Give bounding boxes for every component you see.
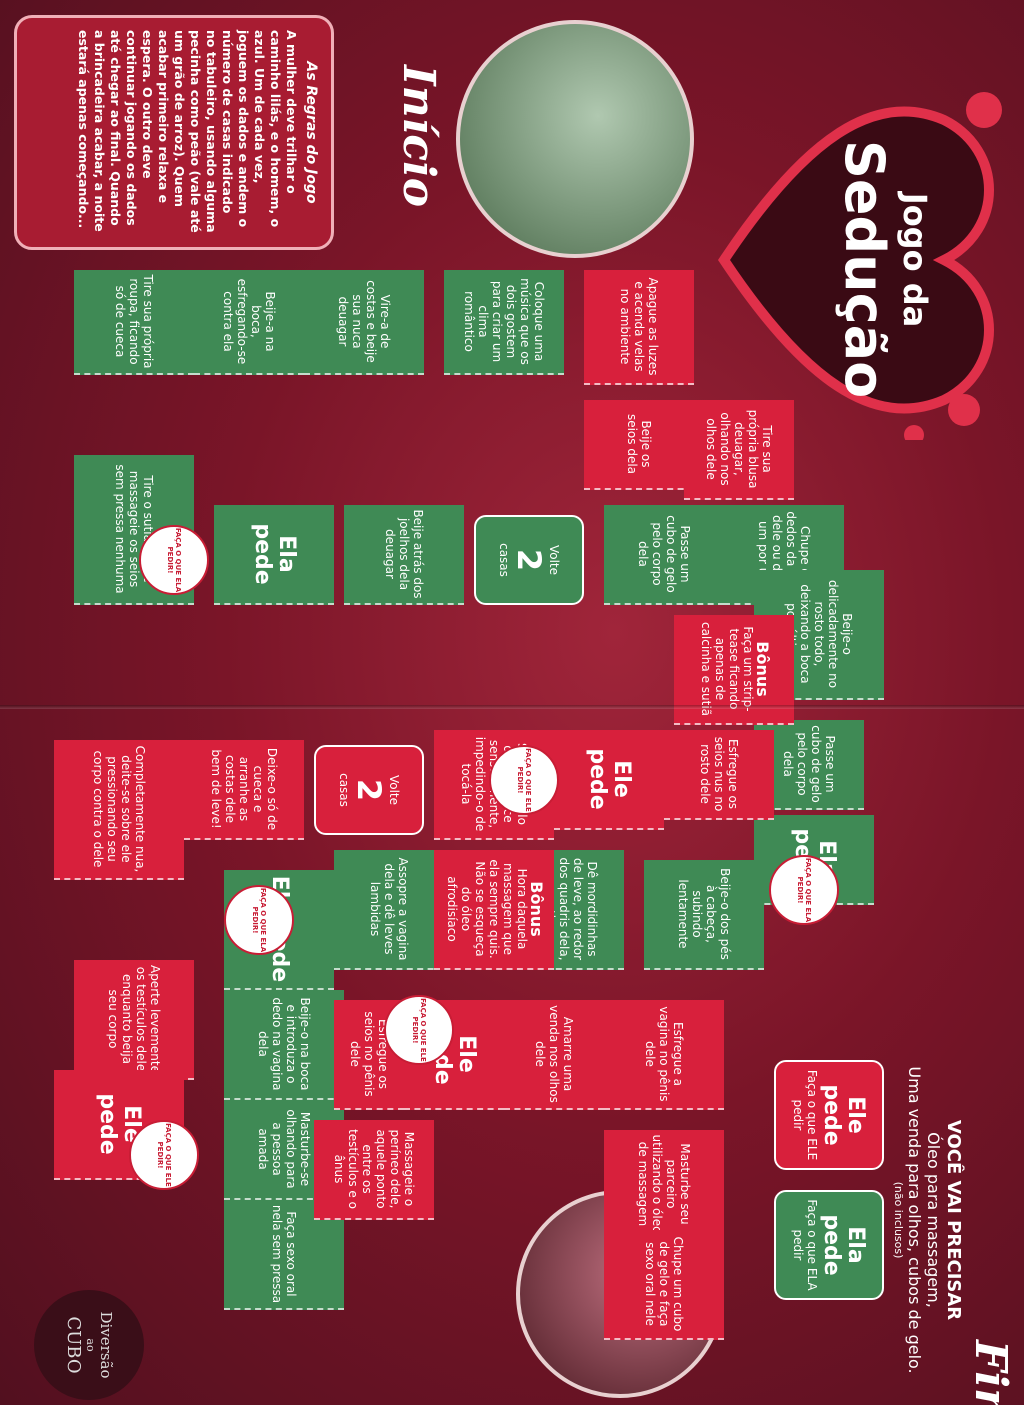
volte-2-casas-red: Volte 2 casas bbox=[314, 745, 424, 835]
ela-pede-badge: FAÇA O QUE ELA PEDIR! bbox=[769, 855, 839, 925]
green-tile: Tire sua própria roupa, ficando só de cu… bbox=[74, 270, 194, 375]
legend-ela-pede: Ela pede Faça o que ELA pedir bbox=[774, 1190, 884, 1300]
volte-word: Volte bbox=[547, 544, 561, 576]
volte-num: 2 bbox=[510, 548, 548, 572]
bonus-label: Bônus bbox=[753, 641, 772, 697]
needs-line1: Óleo para massagem, bbox=[924, 1132, 943, 1308]
red-tile: Completamente nua, deite-se sobre ele pr… bbox=[54, 740, 184, 880]
needs-heading: VOCÊ VAI PRECISAR bbox=[943, 1119, 964, 1321]
green-tile: Coloque uma música que os dois gostem pa… bbox=[444, 270, 564, 375]
bonus-label: Bônus bbox=[527, 881, 546, 937]
legend-ele-title: Ele pede bbox=[819, 1084, 868, 1146]
bonus-text: Faça um strip-tease ficando apenas de ca… bbox=[699, 621, 755, 717]
brand-logo: Diversão ao CUBO bbox=[34, 1290, 144, 1400]
red-tile: Esfregue a vagina no pênis dele bbox=[604, 1000, 724, 1110]
volte-word: Volte bbox=[387, 774, 401, 806]
green-tile: Vire-a de costas e beije sua nuca deuaga… bbox=[304, 270, 424, 375]
legend-ele-pede: Ele pede Faça o que ELE pedir bbox=[774, 1060, 884, 1170]
ele-pede-label: Ele pede bbox=[585, 748, 634, 810]
volte-2-casas-green: Volte 2 casas bbox=[474, 515, 584, 605]
green-tile: Assopre a vagina dela e dê leves lambida… bbox=[334, 850, 444, 970]
start-label: Início bbox=[393, 65, 444, 208]
rules-box: As Regras do Jogo A mulher deve trilhar … bbox=[14, 15, 334, 250]
rules-heading: As Regras do Jogo bbox=[303, 61, 319, 204]
ela-pede-badge: FAÇA O QUE ELA PEDIR! bbox=[139, 525, 209, 595]
legend-ela-title: Ela pede bbox=[819, 1214, 868, 1276]
red-tile-bonus: Bônus Hora daquela massagem que ela semp… bbox=[434, 850, 554, 970]
volte-num: 2 bbox=[350, 778, 388, 802]
needs-box: VOCÊ VAI PRECISAR Óleo para massagem, Um… bbox=[892, 1060, 964, 1380]
red-tile: Amarre uma venda nos olhos dele bbox=[504, 1000, 604, 1110]
brand-line1: Diversão bbox=[97, 1311, 115, 1379]
green-tile: Beije-o dos pés à cabeça, subindo lentam… bbox=[644, 860, 764, 970]
brand-line3: CUBO bbox=[63, 1316, 84, 1374]
red-tile: Beije os seios dela bbox=[584, 400, 694, 490]
bonus-text: Hora daquela massagem que ela sempre qui… bbox=[445, 859, 529, 959]
red-tile-ele-pede: Ele pede bbox=[554, 730, 664, 830]
ele-pede-badge: FAÇA O QUE ELE PEDIR! bbox=[384, 995, 454, 1065]
heart-logo bbox=[717, 92, 1002, 440]
ela-pede-label: Ela pede bbox=[250, 523, 299, 585]
ele-pede-badge: FAÇA O QUE ELE PEDIR! bbox=[129, 1120, 199, 1190]
end-label: Fim bbox=[965, 1340, 1016, 1405]
needs-line3: (não inclusos) bbox=[892, 1181, 905, 1259]
ele-pede-badge: FAÇA O QUE ELE PEDIR! bbox=[489, 745, 559, 815]
game-title-line1: Jogo da bbox=[896, 192, 934, 328]
brand-line2: ao bbox=[84, 1338, 97, 1352]
green-tile: Passe um cubo de gelo pelo corpo dela bbox=[604, 505, 724, 605]
fold-crease bbox=[0, 705, 1024, 709]
game-title-line2: Sedução bbox=[833, 140, 896, 399]
red-tile: Esfregue os seios nus no rosto dele bbox=[664, 730, 774, 820]
green-tile: Beije-a na boca, esfregando-se contra el… bbox=[194, 270, 304, 375]
red-tile: Massageie o períneo dele, aquele ponto e… bbox=[314, 1120, 434, 1220]
legend-ela-sub: Faça o que ELA pedir bbox=[791, 1199, 819, 1291]
red-tile: Chupe um cubo de gelo e faça sexo oral n… bbox=[604, 1230, 724, 1340]
needs-line2: Uma venda para olhos, cubos de gelo. bbox=[905, 1066, 924, 1374]
rules-body: A mulher deve trilhar o caminho lilás, e… bbox=[76, 30, 299, 233]
start-photo bbox=[456, 20, 694, 258]
ela-pede-badge: FAÇA O QUE ELA PEDIR! bbox=[224, 885, 294, 955]
red-tile: Aperte levemente os testículos dele enqu… bbox=[74, 960, 194, 1080]
green-tile-ela-pede: Ela pede bbox=[214, 505, 334, 605]
volte-casas: casas bbox=[337, 773, 351, 807]
volte-casas: casas bbox=[497, 543, 511, 577]
red-tile: Masturbe seu parceiro utilizando o óleo … bbox=[604, 1130, 724, 1240]
red-tile: Apague as luzes e acenda velas no ambien… bbox=[584, 270, 694, 385]
green-tile: Beije-o na boca e introduza o dedo na va… bbox=[224, 990, 344, 1100]
green-tile: Beije atrás dos joelhos dela deuagar bbox=[344, 505, 464, 605]
red-tile: Tire sua própria blusa deuagar, olhando … bbox=[684, 400, 794, 500]
red-tile: Deixe-o só de cueca e arranhe as costas … bbox=[184, 740, 304, 840]
legend-ele-sub: Faça o que ELE pedir bbox=[791, 1069, 819, 1161]
